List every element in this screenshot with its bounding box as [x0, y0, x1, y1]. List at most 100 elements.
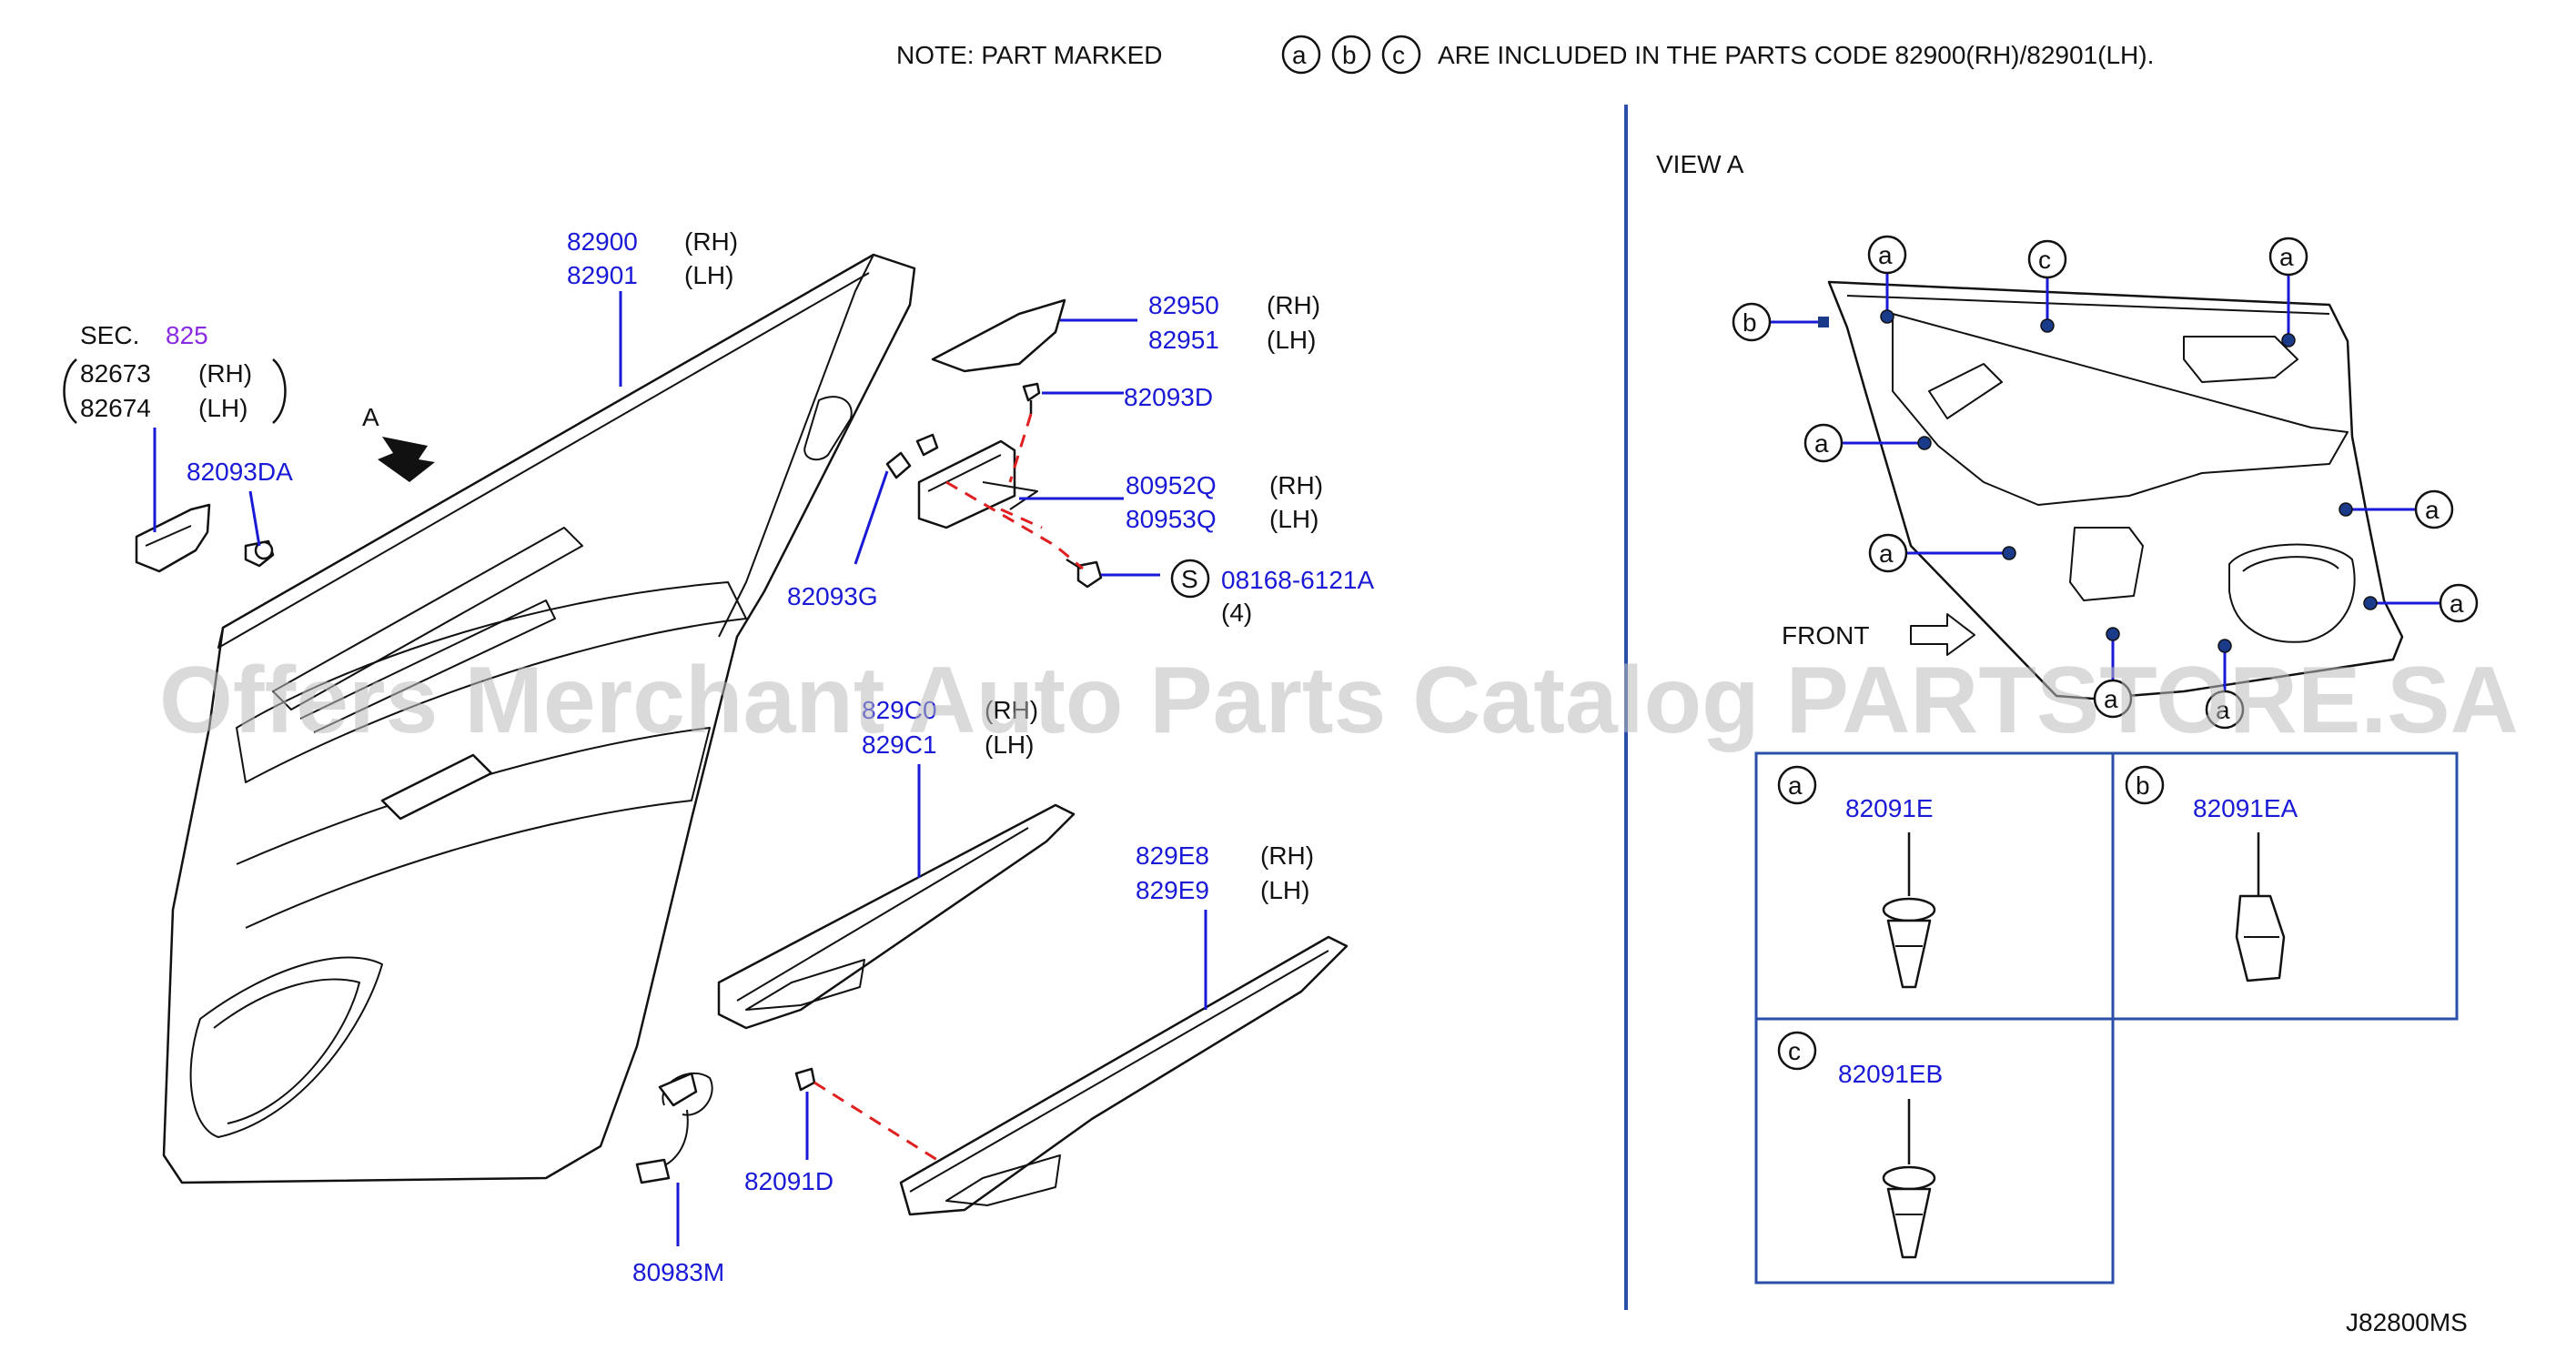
screw-marker: S	[1181, 565, 1198, 593]
callout-bracket[interactable]: 80952Q (RH) 80953Q (LH)	[1126, 471, 1323, 533]
sec-paren-left	[63, 358, 77, 424]
view-marker-6: a	[1879, 539, 1894, 568]
callout-pull[interactable]: 829E8 (RH) 829E9 (LH)	[1136, 841, 1314, 904]
legend-cell-a[interactable]: a 82091E	[1777, 765, 1936, 989]
legend-cell-b[interactable]: b 82091EA	[2125, 765, 2298, 982]
view-marker-circle-6	[1868, 533, 1908, 573]
clip-82091D[interactable]	[794, 1067, 816, 1092]
note-line: NOTE: PART MARKED a b c ARE INCLUDED IN …	[896, 35, 2154, 75]
harness-part[interactable]	[635, 1072, 713, 1184]
view-marker-circle-1	[1867, 235, 1907, 275]
view-a-square-hole	[2069, 527, 2144, 601]
armrest-rh-code: 829C0	[862, 696, 937, 724]
sec-lh-code: 82674	[80, 394, 151, 422]
panel-rh: (RH)	[684, 227, 738, 256]
pull-handle-part[interactable]	[899, 935, 1349, 1216]
view-marker-4: b	[1743, 308, 1757, 337]
note-suffix: ARE INCLUDED IN THE PARTS CODE 82900(RH)…	[1438, 41, 2154, 69]
legend-c-marker: c	[1788, 1037, 1801, 1065]
sec-number: 825	[166, 321, 208, 349]
view-marker-5: a	[1814, 429, 1829, 458]
callout-82093D[interactable]: 82093D	[1124, 383, 1213, 411]
clip-a-illustration	[1882, 897, 1936, 989]
inner-handle-part[interactable]	[135, 503, 211, 573]
callout-screw[interactable]: S 08168-6121A (4)	[1170, 559, 1374, 627]
view-a-front-arrow: FRONT	[1782, 613, 1975, 656]
note-marker-c-circle	[1381, 35, 1421, 75]
door-trim-panel[interactable]	[162, 253, 916, 1184]
pull-rh: (RH)	[1260, 841, 1314, 870]
legend-b-code: 82091EA	[2193, 794, 2298, 822]
view-marker-2: c	[2038, 246, 2051, 274]
callout-armrest[interactable]: 829C0 (RH) 829C1 (LH)	[862, 696, 1038, 759]
bracket-part[interactable]	[917, 439, 1038, 529]
dashed-leader-lower	[813, 1081, 938, 1162]
view-a-front-label: FRONT	[1782, 621, 1869, 650]
clip-c-illustration	[1882, 1165, 1936, 1259]
pull-handle-opening	[945, 1154, 1061, 1206]
callout-finisher[interactable]: 82950 (RH) 82951 (LH)	[1148, 291, 1320, 354]
view-marker-8: a	[2450, 589, 2464, 618]
armrest-lh-code: 829C1	[862, 730, 937, 759]
diagram-code: J82800MS	[2346, 1308, 2468, 1336]
bracket-rh-code: 80952Q	[1126, 471, 1217, 499]
view-a-arrow-label: A	[362, 403, 379, 431]
view-marker-9: a	[2104, 685, 2118, 713]
view-marker-circle-10	[2205, 690, 2245, 730]
door-handle-opening	[803, 396, 853, 461]
clip-82093DA[interactable]	[244, 539, 275, 568]
upper-finisher-part[interactable]	[931, 298, 1066, 373]
pull-lh: (LH)	[1260, 876, 1309, 904]
legend-cell-c[interactable]: c 82091EB	[1777, 1031, 1943, 1259]
clip-legend-table	[1754, 751, 2459, 1285]
panel-rh-code: 82900	[567, 227, 638, 256]
callout-leaders	[153, 291, 1207, 1246]
view-a-arrow: A	[362, 403, 435, 482]
legend-b-marker: b	[2136, 771, 2150, 800]
bracket-rh: (RH)	[1269, 471, 1323, 499]
watermark: Offers Merchant Auto Parts Catalog PARTS…	[159, 648, 2519, 753]
view-marker-circle-5	[1803, 423, 1844, 463]
screw-part[interactable]	[1066, 558, 1103, 589]
pull-rh-code: 829E8	[1136, 841, 1209, 870]
view-marker-circle-3	[2268, 237, 2308, 277]
note-marker-c: c	[1392, 41, 1405, 69]
finisher-lh-code: 82951	[1148, 326, 1219, 354]
panel-lh-code: 82901	[567, 261, 638, 289]
callout-82093G[interactable]: 82093G	[787, 582, 878, 610]
view-marker-circle-2	[2027, 239, 2067, 279]
finisher-lh: (LH)	[1267, 326, 1316, 354]
view-marker-circle-4	[1732, 302, 1772, 342]
armrest-part[interactable]	[717, 803, 1076, 1030]
clip-82093D[interactable]	[1022, 382, 1041, 414]
sec-lh: (LH)	[198, 394, 247, 422]
finisher-rh: (RH)	[1267, 291, 1320, 319]
view-marker-3: a	[2279, 243, 2294, 271]
callout-82093DA[interactable]: 82093DA	[187, 458, 293, 486]
pull-lh-code: 829E9	[1136, 876, 1209, 904]
view-a-handle-hole	[2183, 336, 2298, 383]
view-marker-10: a	[2216, 696, 2230, 724]
callout-80983M[interactable]: 80983M	[632, 1258, 724, 1286]
view-marker-circle-8	[2439, 583, 2479, 623]
legend-a-code: 82091E	[1845, 794, 1934, 822]
clips-82093G[interactable]	[885, 433, 939, 479]
speaker-grille	[189, 956, 383, 1138]
finisher-rh-code: 82950	[1148, 291, 1219, 319]
legend-b-marker-circle	[2125, 765, 2165, 805]
bracket-lh-code: 80953Q	[1126, 505, 1217, 533]
view-a-title: VIEW A	[1656, 150, 1744, 178]
switch-bezel	[380, 753, 493, 821]
clip-b-illustration	[2235, 894, 2286, 982]
callout-82091D[interactable]: 82091D	[744, 1167, 833, 1195]
sec-rh: (RH)	[198, 359, 252, 388]
note-marker-b: b	[1342, 41, 1357, 69]
view-marker-circle-7	[2414, 489, 2454, 529]
sec-label: SEC.	[80, 321, 139, 349]
note-marker-a: a	[1292, 41, 1307, 69]
callout-sec[interactable]: SEC. 825 82673 (RH) 82674 (LH)	[63, 321, 287, 424]
callout-panel[interactable]: 82900 (RH) 82901 (LH)	[567, 227, 738, 289]
armrest-pocket	[745, 959, 865, 1011]
legend-a-marker-circle	[1777, 765, 1817, 805]
bracket-lh: (LH)	[1269, 505, 1318, 533]
